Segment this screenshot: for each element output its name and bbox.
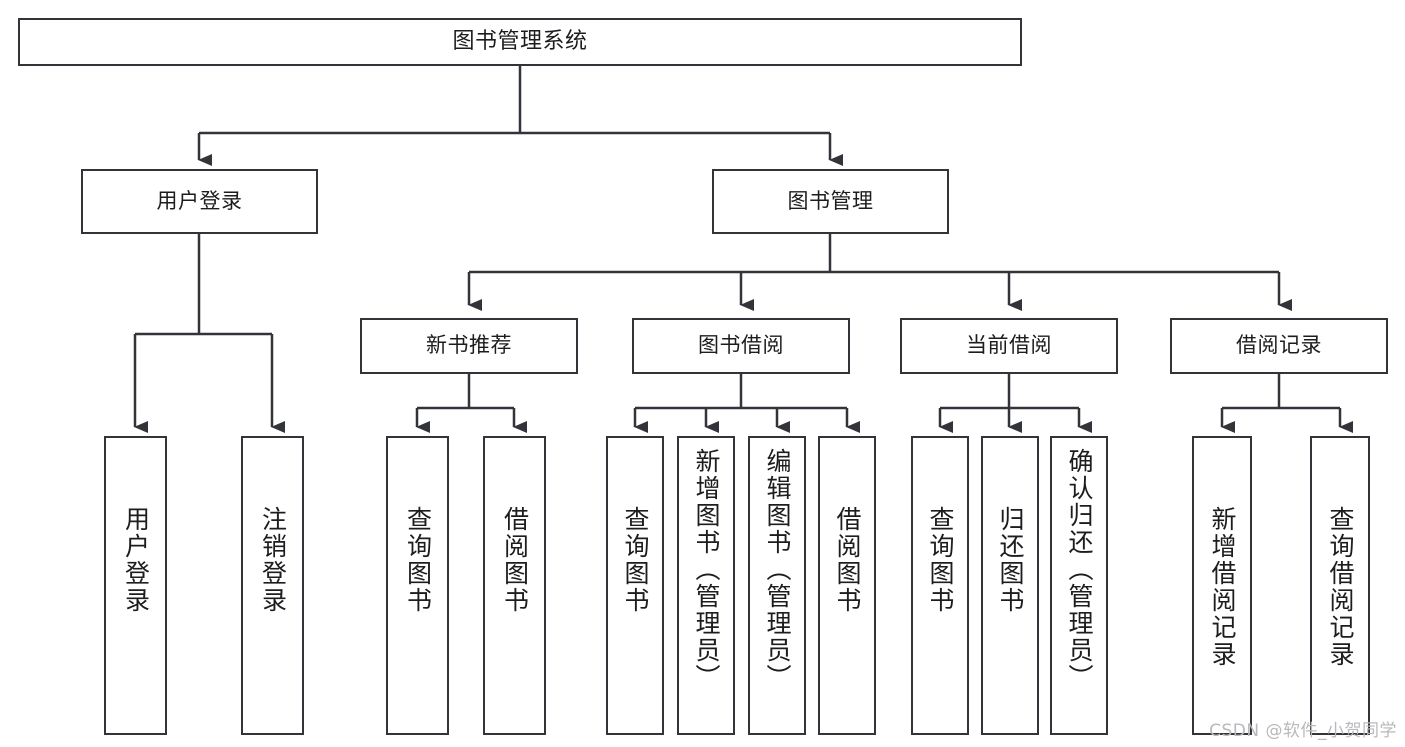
node-label: 用户登录 xyxy=(121,506,151,614)
node-label: 注销登录 xyxy=(258,506,288,614)
leaf-book-borrow-edit[interactable]: 编辑图书（管理员） xyxy=(748,436,806,735)
leaf-current-borrow-return[interactable]: 归还图书 xyxy=(981,436,1039,735)
node-label: 图书管理 xyxy=(787,188,874,213)
node-label: 归还图书 xyxy=(996,506,1025,614)
node-label: 用户登录 xyxy=(156,188,243,213)
node-label: 查询借阅记录 xyxy=(1326,506,1355,668)
node-label: 图书管理系统 xyxy=(452,28,588,54)
node-label: 图书借阅 xyxy=(698,333,784,358)
node-label: 确认归还（管理员） xyxy=(1065,448,1094,691)
node-label: 新增借阅记录 xyxy=(1208,506,1237,668)
node-label: 新书推荐 xyxy=(426,333,512,358)
node-label: 查询图书 xyxy=(621,506,650,614)
node-label: 借阅图书 xyxy=(833,506,862,614)
leaf-book-borrow-lend[interactable]: 借阅图书 xyxy=(818,436,876,735)
node-book-management[interactable]: 图书管理 xyxy=(712,169,949,234)
node-new-book-recommend[interactable]: 新书推荐 xyxy=(360,318,578,374)
node-borrow-record[interactable]: 借阅记录 xyxy=(1170,318,1388,374)
node-book-borrow[interactable]: 图书借阅 xyxy=(632,318,850,374)
leaf-new-book-borrow[interactable]: 借阅图书 xyxy=(483,436,546,735)
leaf-borrow-record-add[interactable]: 新增借阅记录 xyxy=(1192,436,1252,735)
node-label: 借阅图书 xyxy=(500,506,530,614)
node-label: 当前借阅 xyxy=(966,333,1052,358)
leaf-user-login-signout[interactable]: 注销登录 xyxy=(241,436,304,735)
leaf-book-borrow-query[interactable]: 查询图书 xyxy=(606,436,664,735)
node-label: 查询图书 xyxy=(403,506,433,614)
node-label: 借阅记录 xyxy=(1236,333,1322,358)
leaf-current-borrow-query[interactable]: 查询图书 xyxy=(911,436,969,735)
leaf-borrow-record-query[interactable]: 查询借阅记录 xyxy=(1310,436,1370,735)
node-user-login[interactable]: 用户登录 xyxy=(81,169,318,234)
node-label: 编辑图书（管理员） xyxy=(763,448,792,691)
node-label: 查询图书 xyxy=(926,506,955,614)
node-root-system[interactable]: 图书管理系统 xyxy=(18,18,1022,66)
leaf-current-borrow-confirm-return[interactable]: 确认归还（管理员） xyxy=(1050,436,1108,735)
leaf-book-borrow-add[interactable]: 新增图书（管理员） xyxy=(677,436,735,735)
watermark-text: CSDN @软件_小贺同学 xyxy=(1209,721,1397,741)
node-current-borrow[interactable]: 当前借阅 xyxy=(900,318,1118,374)
leaf-user-login-signin[interactable]: 用户登录 xyxy=(104,436,167,735)
node-label: 新增图书（管理员） xyxy=(692,448,721,691)
leaf-new-book-query[interactable]: 查询图书 xyxy=(386,436,449,735)
